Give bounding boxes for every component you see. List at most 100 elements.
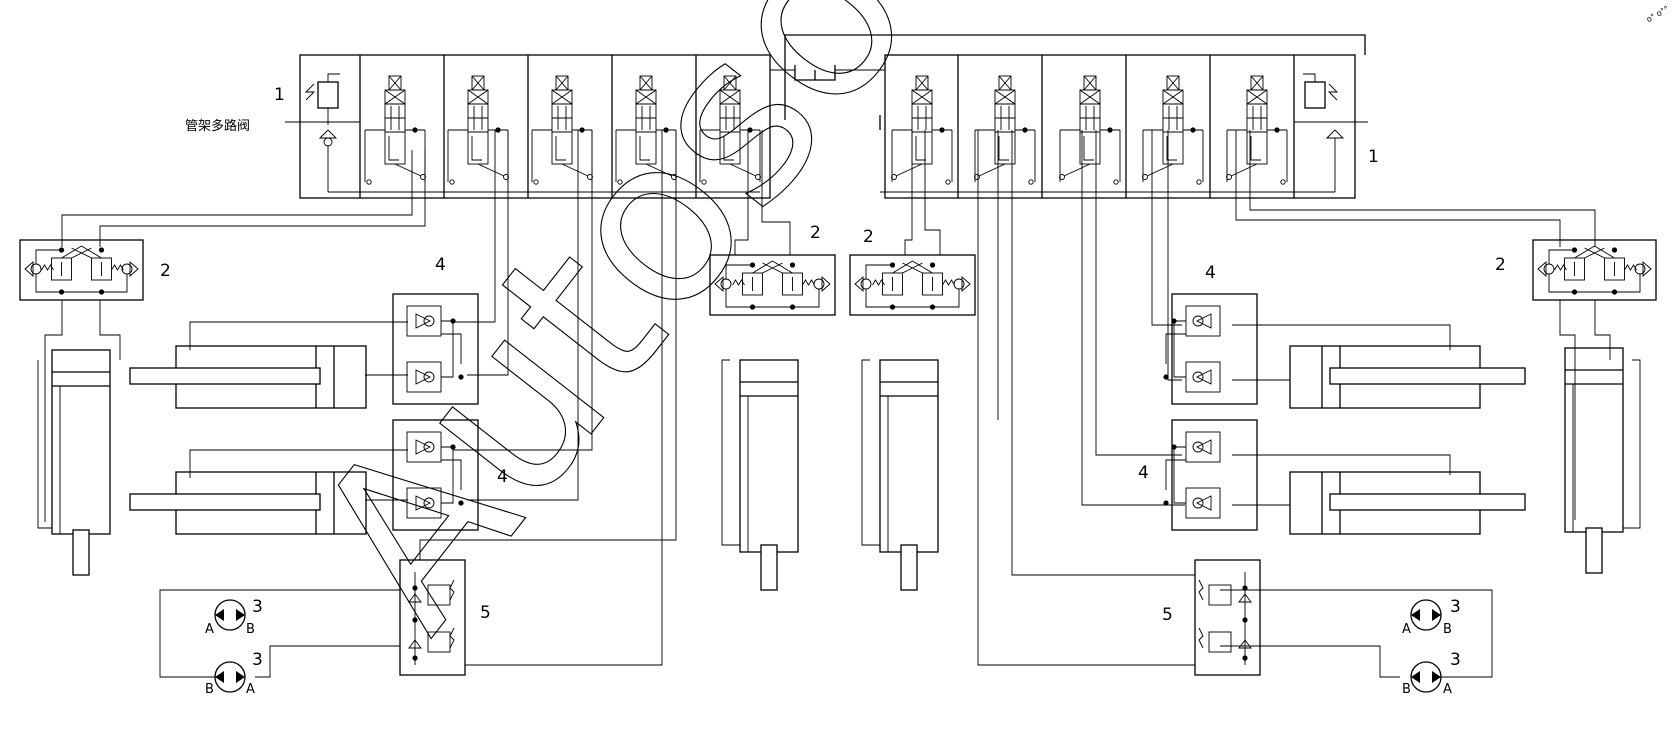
spool-section [1059, 75, 1121, 185]
horizontal-cylinder [1289, 471, 1526, 535]
port-b-ll: B [205, 682, 214, 697]
label-4-right-bottom: 4 [1138, 463, 1149, 483]
junction-dot [412, 617, 418, 623]
junction-dot [929, 304, 936, 310]
junction-dot [458, 374, 464, 380]
relief-block-right [1194, 559, 1261, 676]
piping [44, 130, 1611, 678]
junction-dot [1022, 127, 1028, 133]
junction-dot [1163, 374, 1169, 380]
spool-section [699, 75, 761, 185]
spool-section [447, 75, 509, 185]
junction-dot [939, 127, 945, 133]
vertical-cylinder [739, 359, 799, 591]
label-3-ur: 3 [1450, 597, 1461, 617]
label-1-right: 1 [1368, 147, 1379, 167]
horizontal-cylinder [129, 471, 367, 535]
junction-dot [412, 585, 418, 591]
junction-dot [1171, 318, 1177, 324]
junction-dot [1611, 289, 1618, 295]
hydraulic-lock-right-top [1163, 293, 1258, 405]
junction-dot [747, 127, 753, 133]
junction-dot [929, 262, 936, 268]
label-4-right-top: 4 [1205, 263, 1216, 283]
return-line [861, 359, 880, 546]
left-spool-sections [364, 75, 761, 185]
right-spool-sections [891, 75, 1288, 185]
label-1-left: 1 [274, 85, 285, 105]
left-multiway-valve [285, 54, 771, 199]
junction-dot [1190, 127, 1196, 133]
junction-dot [1571, 289, 1578, 295]
vertical-cylinder [1564, 347, 1624, 574]
vertical-cylinder [879, 359, 939, 591]
spool-section [891, 75, 953, 185]
port-b-ul: B [246, 622, 255, 637]
port-b-ur: B [1443, 622, 1452, 637]
junction-dot [412, 655, 418, 661]
junction-dot [495, 127, 501, 133]
return-line [1623, 359, 1641, 529]
spool-section [974, 75, 1036, 185]
label-3-ul: 3 [252, 597, 263, 617]
junction-dot [98, 247, 105, 253]
vertical-cylinder [51, 349, 111, 576]
relief-block-left [399, 559, 466, 676]
junction-dot [789, 262, 796, 268]
label-2-mid-a: 2 [810, 223, 821, 243]
label-3-lr: 3 [1450, 650, 1461, 670]
balance-valve-left [19, 239, 144, 301]
balance-valve-mid-a [709, 254, 836, 316]
label-3-ll: 3 [252, 650, 263, 670]
label-2-left: 2 [160, 261, 171, 281]
junction-dot [749, 262, 756, 268]
label-4-left-top: 4 [435, 255, 446, 275]
port-b-lr: B [1402, 682, 1411, 697]
junction-dot [412, 127, 418, 133]
port-a-ul: A [205, 622, 214, 637]
spool-section [364, 75, 426, 185]
hydraulic-motor [214, 661, 246, 693]
hydraulic-lock-right-bottom [1163, 419, 1258, 531]
junction-dot [1107, 127, 1113, 133]
junction-dot [1242, 655, 1248, 661]
label-4-left-bottom: 4 [497, 467, 508, 487]
junction-dot [1242, 617, 1248, 623]
port-a-ur: A [1402, 622, 1411, 637]
junction-dot [889, 262, 896, 268]
junction-dot [98, 289, 105, 295]
junction-dot [1242, 585, 1248, 591]
spool-section [1142, 75, 1204, 185]
junction-dot [1163, 500, 1169, 506]
label-5-right: 5 [1162, 605, 1173, 625]
junction-dot [1611, 247, 1618, 253]
horizontal-cylinder [129, 345, 367, 409]
valve-bank-label: 管架多路阀 [185, 118, 250, 134]
hydraulic-motor [214, 599, 246, 631]
junction-dot [58, 289, 65, 295]
port-a-ll: A [246, 682, 255, 697]
label-5-left: 5 [480, 603, 491, 623]
spool-section [1226, 75, 1288, 185]
junction-dot [458, 500, 464, 506]
junction-dot [1571, 247, 1578, 253]
return-line [721, 359, 740, 546]
horizontal-cylinder [1289, 345, 1526, 409]
port-a-lr: A [1443, 682, 1452, 697]
balance-valve-mid-b [849, 254, 976, 316]
balance-valve-right [1532, 239, 1657, 301]
right-multiway-valve [879, 54, 1368, 199]
label-2-right: 2 [1495, 255, 1506, 275]
hydraulic-motor [1410, 599, 1442, 631]
hydraulic-lock-left-bottom [392, 419, 479, 531]
motors [214, 599, 1442, 693]
junction-dot [579, 127, 585, 133]
corner-mark: o° o°° [1645, 4, 1671, 24]
hydraulic-lock-left-top [392, 293, 479, 405]
junction-dot [1274, 127, 1280, 133]
junction-dot [450, 444, 456, 450]
junction-dot [58, 247, 65, 253]
junction-dot [789, 304, 796, 310]
junction-dot [1171, 444, 1177, 450]
